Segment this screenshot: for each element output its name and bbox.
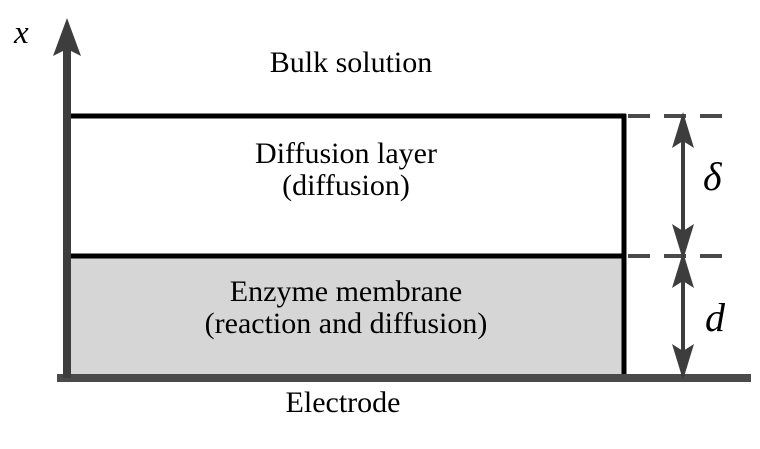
bulk-solution-label: Bulk solution (269, 46, 433, 79)
enzyme-membrane-label-line1: Enzyme membrane (229, 275, 463, 308)
x-axis-arrowhead (53, 18, 81, 56)
x-axis-label: x (14, 15, 29, 51)
enzyme-membrane-label: Enzyme membrane (reaction and diffusion) (205, 276, 488, 340)
electrode-label: Electrode (285, 386, 401, 419)
diffusion-layer-label-line2: (diffusion) (282, 168, 410, 202)
d-dimension-label: d (705, 295, 725, 340)
delta-dimension-label: δ (703, 154, 722, 199)
enzyme-membrane-label-line2: (reaction and diffusion) (204, 306, 488, 340)
delta-arrowhead-top (672, 112, 694, 148)
delta-arrowhead-bottom (672, 224, 694, 260)
diffusion-layer-region (69, 116, 625, 256)
d-arrowhead-bottom (672, 344, 694, 380)
diffusion-layer-label-line1: Diffusion layer (255, 137, 437, 170)
enzyme-membrane-region (69, 256, 625, 378)
d-arrowhead-top (672, 252, 694, 288)
diffusion-layer-label: Diffusion layer (diffusion) (255, 138, 437, 202)
